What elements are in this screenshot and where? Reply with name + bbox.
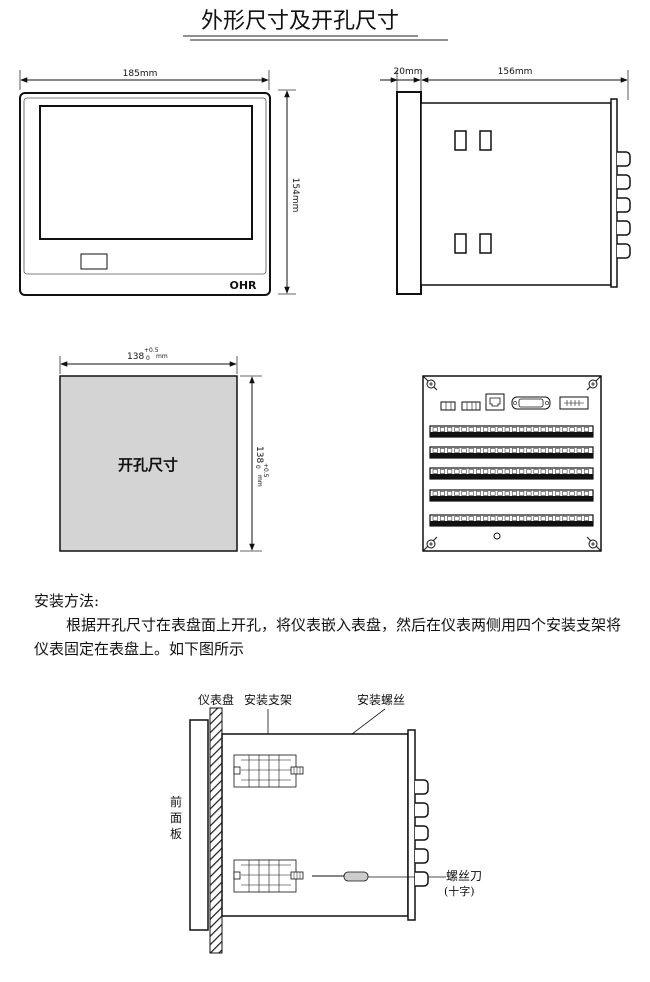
brand-logo: OHR bbox=[229, 279, 257, 292]
install-connector bbox=[415, 802, 429, 818]
comm-connector bbox=[461, 401, 481, 411]
front-width-label: 185mm bbox=[123, 69, 158, 79]
ethernet-port bbox=[485, 393, 505, 411]
side-front-panel bbox=[396, 91, 422, 295]
bracket-slot bbox=[479, 130, 492, 151]
rear-connector bbox=[617, 243, 631, 259]
power-connector bbox=[440, 401, 456, 411]
label-bracket: 安装支架 bbox=[244, 692, 292, 707]
install-connector bbox=[415, 848, 429, 864]
bracket-slot bbox=[479, 233, 492, 254]
label-front-panel-1: 前 bbox=[170, 794, 182, 809]
side-view: 20mm 156mm bbox=[380, 67, 631, 295]
rear-connector bbox=[617, 151, 631, 167]
rear-hole bbox=[493, 532, 501, 540]
install-bracket-bottom bbox=[233, 859, 304, 893]
install-front-panel bbox=[189, 719, 209, 931]
side-rear-plate bbox=[610, 98, 618, 288]
installation-diagram: 仪表盘 安装支架 安装螺丝 bbox=[170, 692, 482, 954]
cutout-height-tol-lower: 0 bbox=[254, 465, 261, 469]
terminal-strips bbox=[429, 425, 594, 527]
label-screwdriver: 螺丝刀 bbox=[446, 869, 482, 883]
label-screwdriver-type: (十字) bbox=[444, 884, 475, 898]
cutout-width-tol-upper: +0.5 bbox=[144, 347, 159, 354]
cutout-width-unit: mm bbox=[156, 353, 168, 360]
front-button bbox=[80, 253, 108, 270]
front-inner-frame bbox=[23, 97, 267, 275]
cutout-height-unit: mm bbox=[256, 475, 263, 487]
label-front-panel-2: 面 bbox=[170, 811, 182, 825]
cutout-width-label: 138 bbox=[127, 352, 144, 362]
front-screen bbox=[39, 105, 253, 240]
bracket-slot bbox=[454, 130, 467, 151]
bracket-slot bbox=[454, 233, 467, 254]
install-connector bbox=[415, 871, 429, 887]
rear-connector bbox=[617, 220, 631, 236]
cutout-view: 138 +0.5 0 mm 开孔尺寸 138 +0.5 0 mm bbox=[59, 347, 269, 552]
side-body-depth-label: 156mm bbox=[498, 67, 533, 77]
side-front-depth-label: 20mm bbox=[394, 67, 423, 77]
terminal-strip bbox=[429, 446, 594, 459]
side-body bbox=[420, 102, 612, 286]
front-view: 185mm OHR 154mm bbox=[19, 69, 300, 296]
install-instructions: 根据开孔尺寸在表盘面上开孔，将仪表嵌入表盘，然后在仪表两侧用四个安装支架将仪表固… bbox=[34, 616, 622, 658]
rear-connector bbox=[617, 174, 631, 190]
cutout-height-label: 138 bbox=[254, 446, 264, 463]
label-screw: 安装螺丝 bbox=[357, 692, 405, 707]
terminal-strip bbox=[429, 514, 594, 527]
rear-view bbox=[422, 375, 602, 552]
terminal-strip bbox=[429, 467, 594, 480]
page-title: 外形尺寸及开孔尺寸 bbox=[201, 9, 399, 34]
cutout-width-tol-lower: 0 bbox=[146, 355, 150, 362]
install-rear-plate bbox=[407, 729, 416, 921]
install-bracket-top bbox=[233, 754, 304, 788]
label-front-panel-3: 板 bbox=[170, 827, 182, 841]
label-panel: 仪表盘 bbox=[198, 692, 234, 707]
cutout-area bbox=[59, 375, 238, 552]
rear-connector bbox=[617, 197, 631, 213]
screwdriver-icon bbox=[312, 871, 369, 882]
cutout-center-label: 开孔尺寸 bbox=[118, 456, 178, 474]
terminal-strip bbox=[429, 425, 594, 438]
cutout-height-tol-upper: +0.5 bbox=[262, 463, 269, 478]
front-height-label: 154mm bbox=[290, 178, 300, 213]
terminal-strip bbox=[429, 489, 594, 502]
install-connector bbox=[415, 779, 429, 795]
install-heading: 安装方法: bbox=[34, 592, 100, 610]
install-mounting-plate bbox=[209, 707, 223, 954]
install-connector bbox=[415, 825, 429, 841]
